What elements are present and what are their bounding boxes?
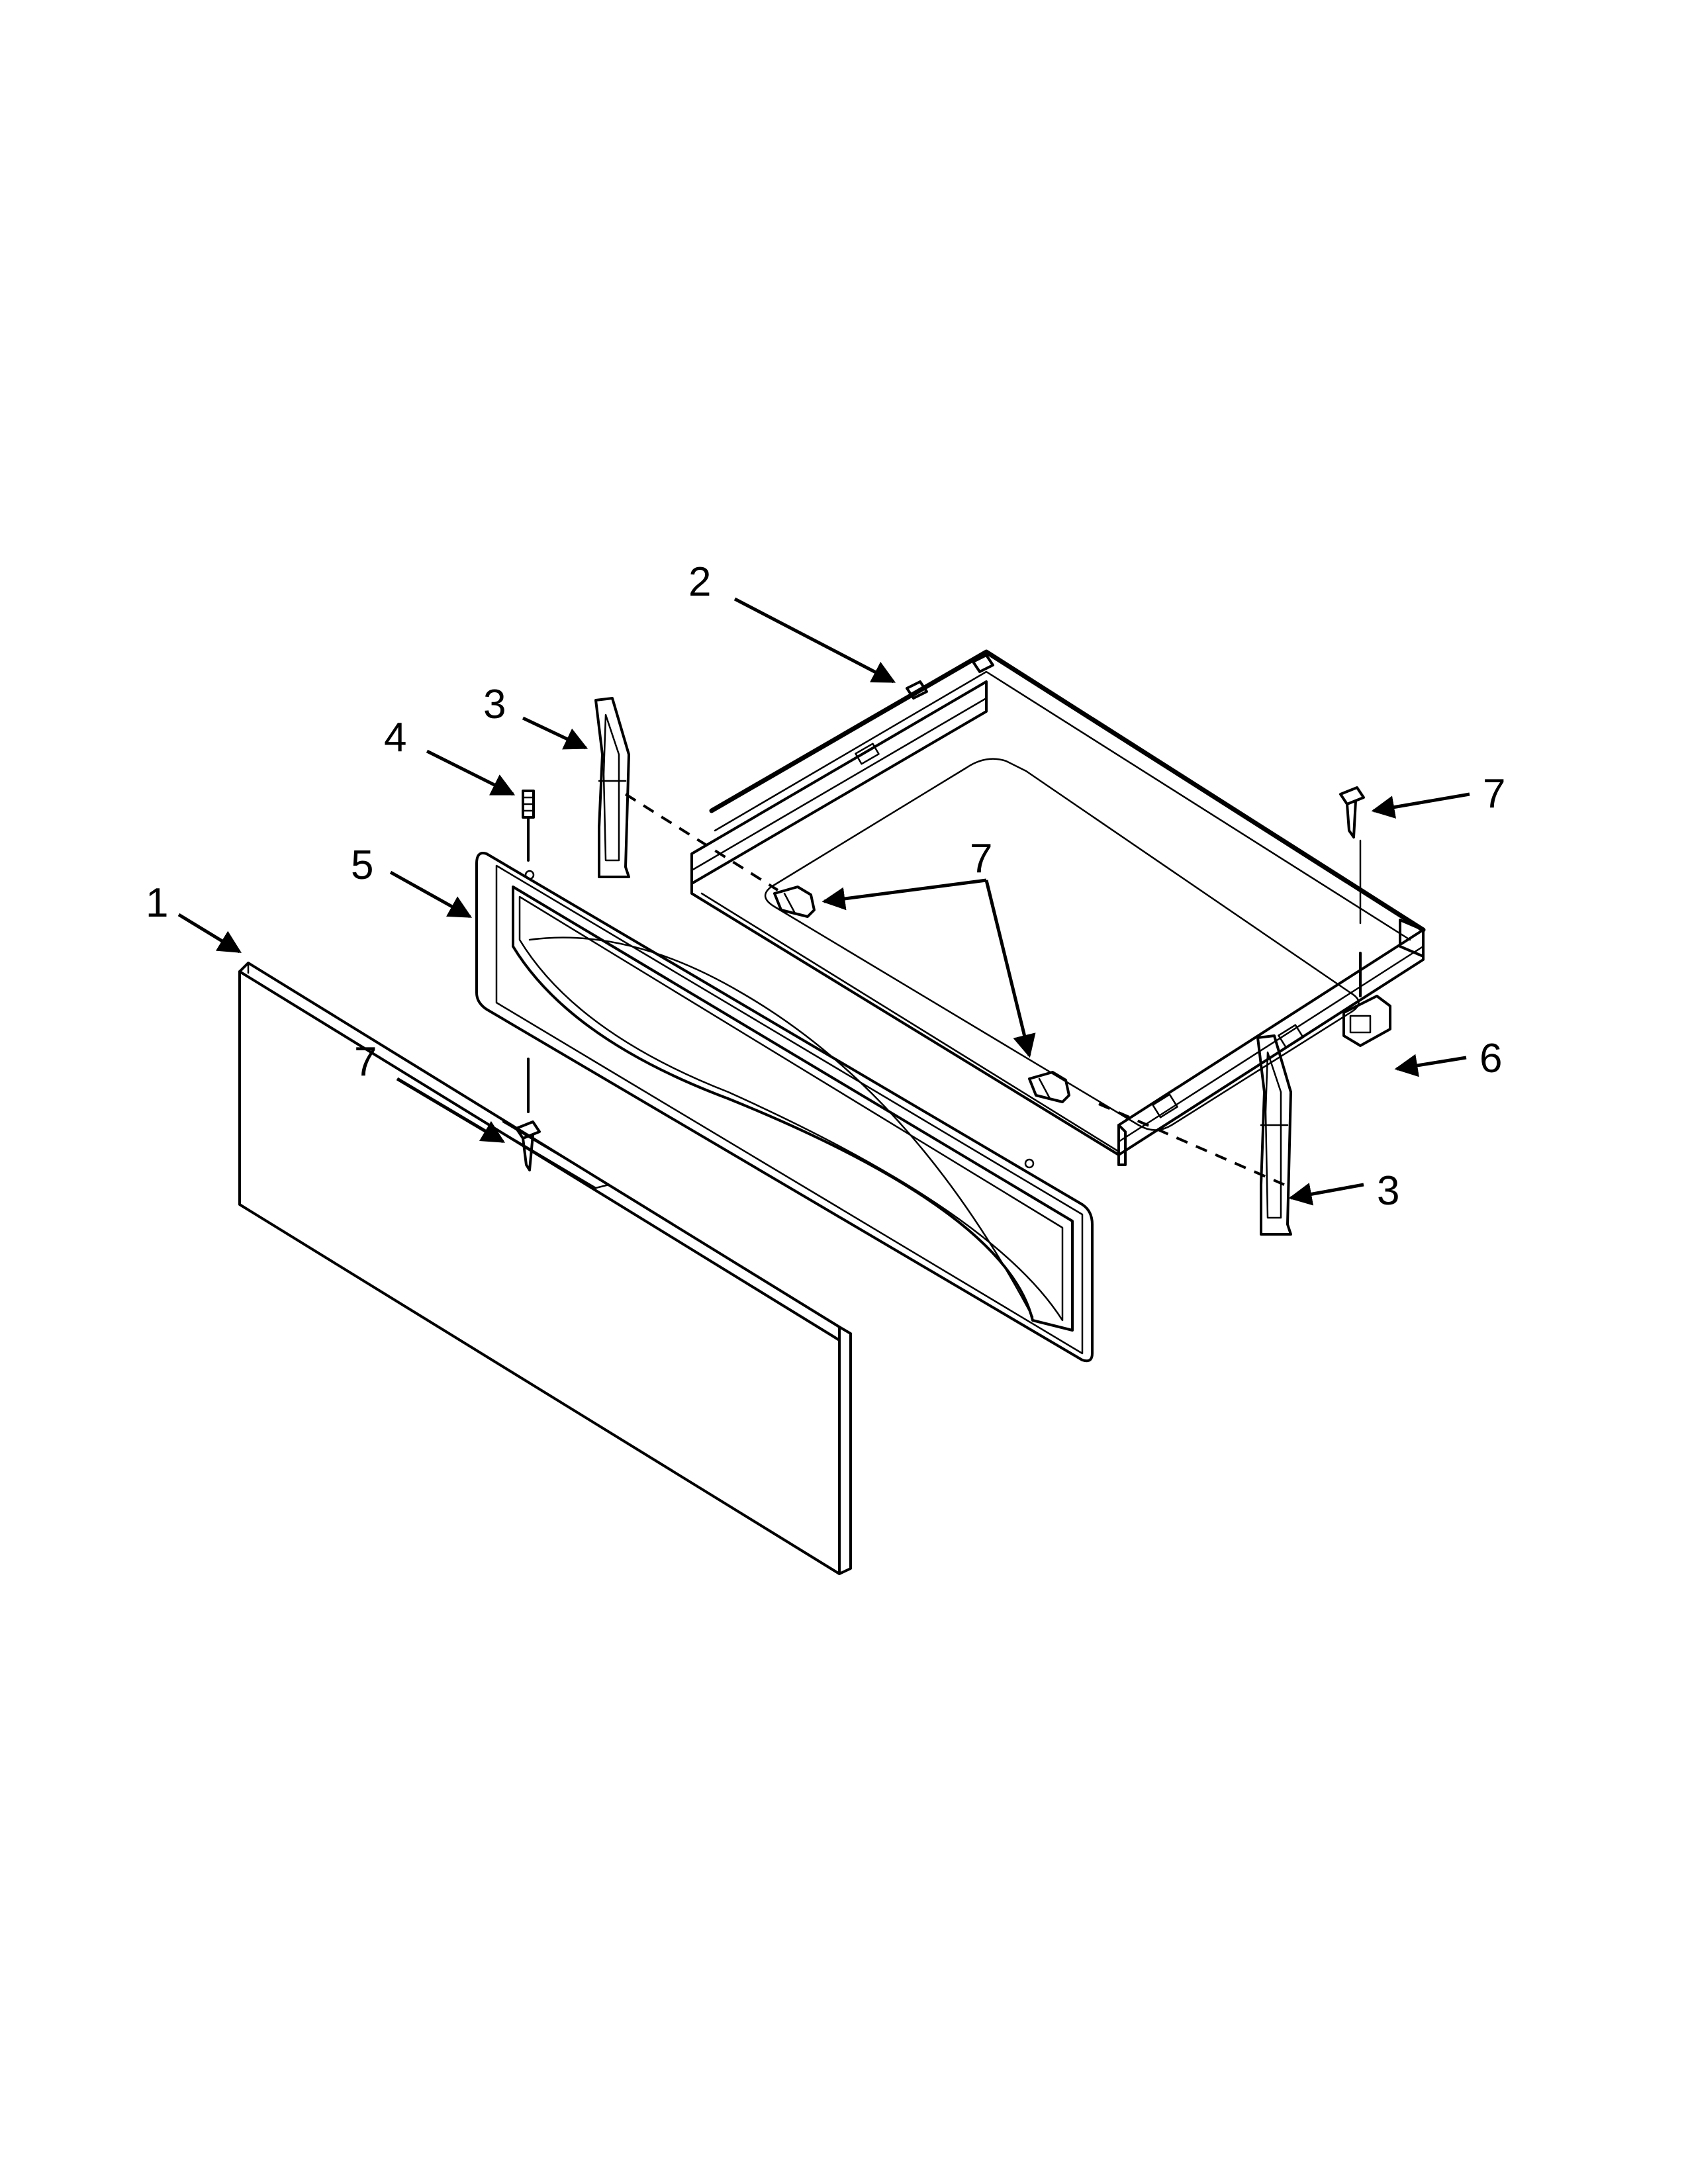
leader-6 bbox=[1394, 1054, 1467, 1077]
callout-3-top: 3 bbox=[483, 682, 506, 727]
leader-2 bbox=[733, 597, 896, 684]
screw-bottom-left bbox=[515, 1058, 541, 1171]
leader-5 bbox=[389, 870, 473, 919]
callout-1: 1 bbox=[146, 880, 168, 926]
leader-4 bbox=[426, 749, 516, 796]
drawer-front-frame bbox=[475, 852, 1094, 1363]
screw-top-right bbox=[1339, 786, 1365, 925]
clip bbox=[1342, 952, 1391, 1047]
drawer-body bbox=[690, 649, 1426, 1166]
slide-clip-right bbox=[1256, 1034, 1292, 1236]
pin bbox=[522, 790, 535, 862]
alignment-line-left bbox=[624, 793, 779, 891]
leader-3b bbox=[1288, 1183, 1364, 1206]
leader-7c-2 bbox=[984, 880, 1036, 1058]
callout-7-center: 7 bbox=[970, 836, 992, 882]
callout-7-bottom-left: 7 bbox=[354, 1039, 377, 1085]
callout-3-bottom: 3 bbox=[1377, 1168, 1399, 1214]
slide-clip-left bbox=[594, 697, 630, 878]
callout-7-top-right: 7 bbox=[1483, 771, 1505, 817]
leader-3a bbox=[522, 716, 588, 750]
leader-7c-1 bbox=[821, 878, 987, 911]
leader-7a bbox=[1371, 792, 1470, 819]
callout-5: 5 bbox=[351, 842, 373, 888]
leader-1 bbox=[177, 913, 242, 954]
callout-4: 4 bbox=[384, 715, 406, 760]
callout-6: 6 bbox=[1479, 1036, 1502, 1081]
screw-tray-right bbox=[1028, 1071, 1070, 1103]
callout-2: 2 bbox=[688, 559, 711, 605]
drawer-front-panel bbox=[238, 962, 852, 1575]
screw-tray-left bbox=[773, 886, 816, 918]
leader-7b bbox=[396, 1077, 506, 1144]
